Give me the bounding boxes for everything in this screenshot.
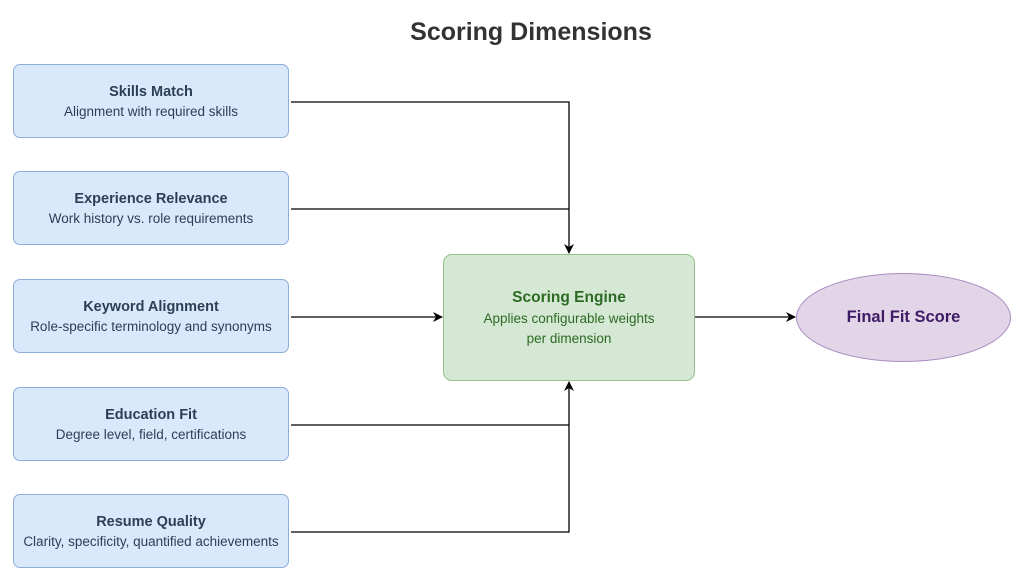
dimension-title: Skills Match bbox=[109, 83, 193, 100]
dimension-title: Resume Quality bbox=[96, 513, 206, 530]
final-fit-score-label: Final Fit Score bbox=[846, 308, 961, 326]
dimension-education-fit[interactable]: Education Fit Degree level, field, certi… bbox=[13, 387, 289, 461]
dimension-description: Role-specific terminology and synonyms bbox=[30, 318, 272, 334]
engine-description-line2: per dimension bbox=[526, 330, 612, 346]
dimension-skills-match[interactable]: Skills Match Alignment with required ski… bbox=[13, 64, 289, 138]
dimension-keyword-alignment[interactable]: Keyword Alignment Role-specific terminol… bbox=[13, 279, 289, 353]
dimension-description: Clarity, specificity, quantified achieve… bbox=[23, 533, 279, 549]
connector-skills-match bbox=[291, 101, 574, 254]
scoring-engine[interactable]: Scoring Engine Applies configurable weig… bbox=[443, 254, 695, 381]
dimension-title: Education Fit bbox=[105, 406, 197, 423]
dimension-resume-quality[interactable]: Resume Quality Clarity, specificity, qua… bbox=[13, 494, 289, 568]
dimension-experience-relevance[interactable]: Experience Relevance Work history vs. ro… bbox=[13, 171, 289, 245]
engine-description-line1: Applies configurable weights bbox=[483, 310, 655, 326]
dimension-description: Work history vs. role requirements bbox=[48, 210, 254, 226]
dimension-description: Degree level, field, certifications bbox=[55, 426, 247, 442]
connector-resume-quality bbox=[291, 381, 574, 533]
dimension-description: Alignment with required skills bbox=[63, 103, 239, 119]
dimension-title: Keyword Alignment bbox=[83, 298, 219, 315]
engine-title: Scoring Engine bbox=[512, 288, 626, 306]
dimension-title: Experience Relevance bbox=[74, 190, 228, 207]
diagram-title: Scoring Dimensions bbox=[410, 18, 652, 46]
final-fit-score[interactable]: Final Fit Score bbox=[796, 273, 1011, 362]
